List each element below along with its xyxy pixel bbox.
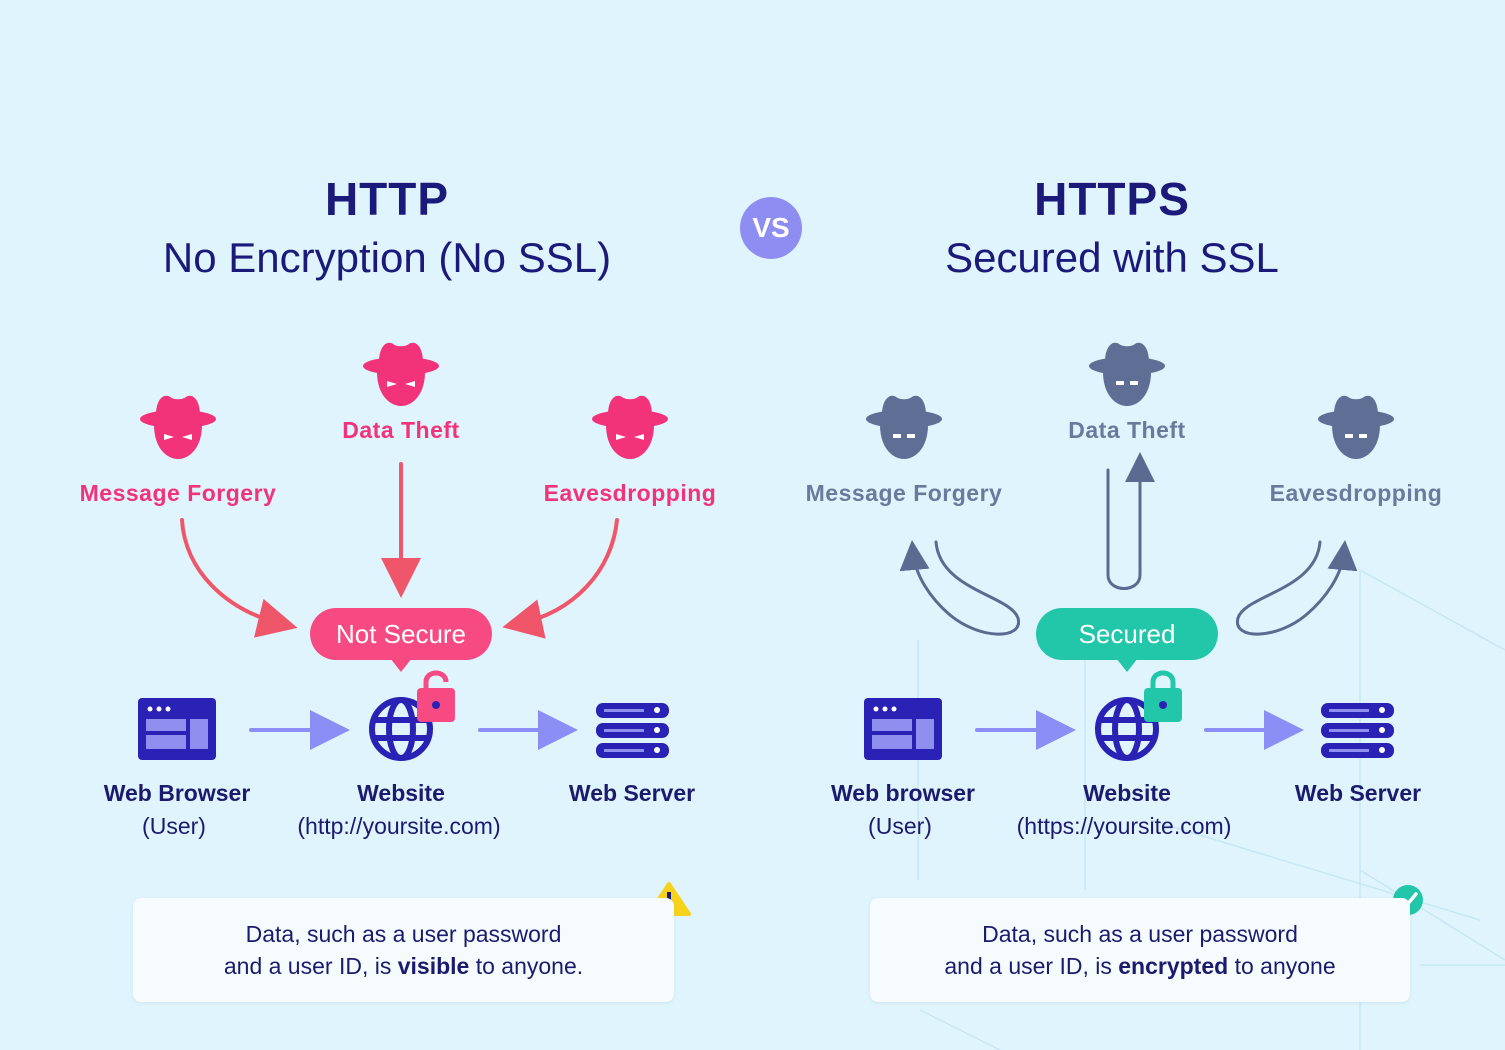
threat-label-message-forgery-left: Message Forgery: [79, 480, 277, 506]
node-label-web-browser-right: Web browser: [831, 780, 975, 806]
https-note-emphasis: encrypted: [1118, 953, 1229, 979]
threat-label-data-theft-right: Data Theft: [1068, 417, 1186, 443]
node-label-web-browser-left: Web Browser: [103, 780, 251, 806]
spy-icon-data-theft-left: [363, 342, 439, 406]
browser-window-icon-left: [138, 698, 216, 760]
https-subtitle: Secured with SSL: [945, 234, 1279, 281]
node-label-web-server-right: Web Server: [1294, 780, 1422, 806]
arrow-forgery-to-site: [180, 518, 298, 638]
node-sub-user-left: (User): [142, 813, 206, 839]
threat-label-eavesdropping-left: Eavesdropping: [543, 480, 717, 506]
http-subtitle: No Encryption (No SSL): [162, 234, 612, 281]
http-note-line1: Data, such as a user password: [245, 921, 562, 947]
browser-window-icon-right: [864, 698, 942, 760]
vs-badge: VS: [740, 197, 802, 259]
spy-icon-data-theft-right: [1089, 342, 1165, 406]
deflect-arrow-forgery: [899, 540, 1020, 636]
deflect-arrow-theft: [1106, 452, 1155, 590]
globe-icon-right: [1095, 697, 1159, 761]
arrow-eavesdrop-to-site: [502, 518, 619, 639]
node-sub-url-right: (https://yoursite.com): [1016, 813, 1232, 839]
node-label-web-server-left: Web Server: [568, 780, 696, 806]
spy-icon-message-forgery-right: [866, 395, 942, 459]
not-secure-badge: Not Secure: [310, 608, 492, 660]
server-stack-icon-left: [596, 703, 669, 758]
https-title: HTTPS: [1034, 173, 1190, 225]
node-sub-url-left: (http://yoursite.com): [297, 813, 501, 839]
secured-badge: Secured: [1036, 608, 1218, 660]
lock-open-icon: [417, 670, 455, 722]
threat-label-eavesdropping-right: Eavesdropping: [1269, 480, 1443, 506]
http-note-line2: and a user ID, is visible to anyone.: [223, 953, 584, 979]
deflect-arrow-eavesdrop: [1236, 540, 1358, 636]
spy-icon-eavesdropping-right: [1318, 395, 1394, 459]
https-note-line1: Data, such as a user password: [982, 921, 1298, 947]
spy-icon-eavesdropping-left: [592, 395, 668, 459]
http-title: HTTP: [324, 173, 450, 225]
not-secure-pointer: [390, 658, 412, 672]
secured-pointer: [1116, 658, 1138, 672]
lock-closed-icon: [1144, 670, 1182, 722]
threat-label-data-theft-left: Data Theft: [342, 417, 460, 443]
node-label-website-left: Website: [357, 780, 445, 806]
node-sub-user-right: (User): [868, 813, 932, 839]
spy-icon-message-forgery-left: [140, 395, 216, 459]
http-note-box: Data, such as a user password and a user…: [133, 898, 674, 1002]
https-note-box: Data, such as a user password and a user…: [870, 898, 1410, 1002]
http-note-emphasis: visible: [397, 953, 470, 979]
server-stack-icon-right: [1321, 703, 1394, 758]
https-note-line2: and a user ID, is encrypted to anyone: [944, 953, 1336, 979]
threat-label-message-forgery-right: Message Forgery: [805, 480, 1003, 506]
node-label-website-right: Website: [1083, 780, 1171, 806]
